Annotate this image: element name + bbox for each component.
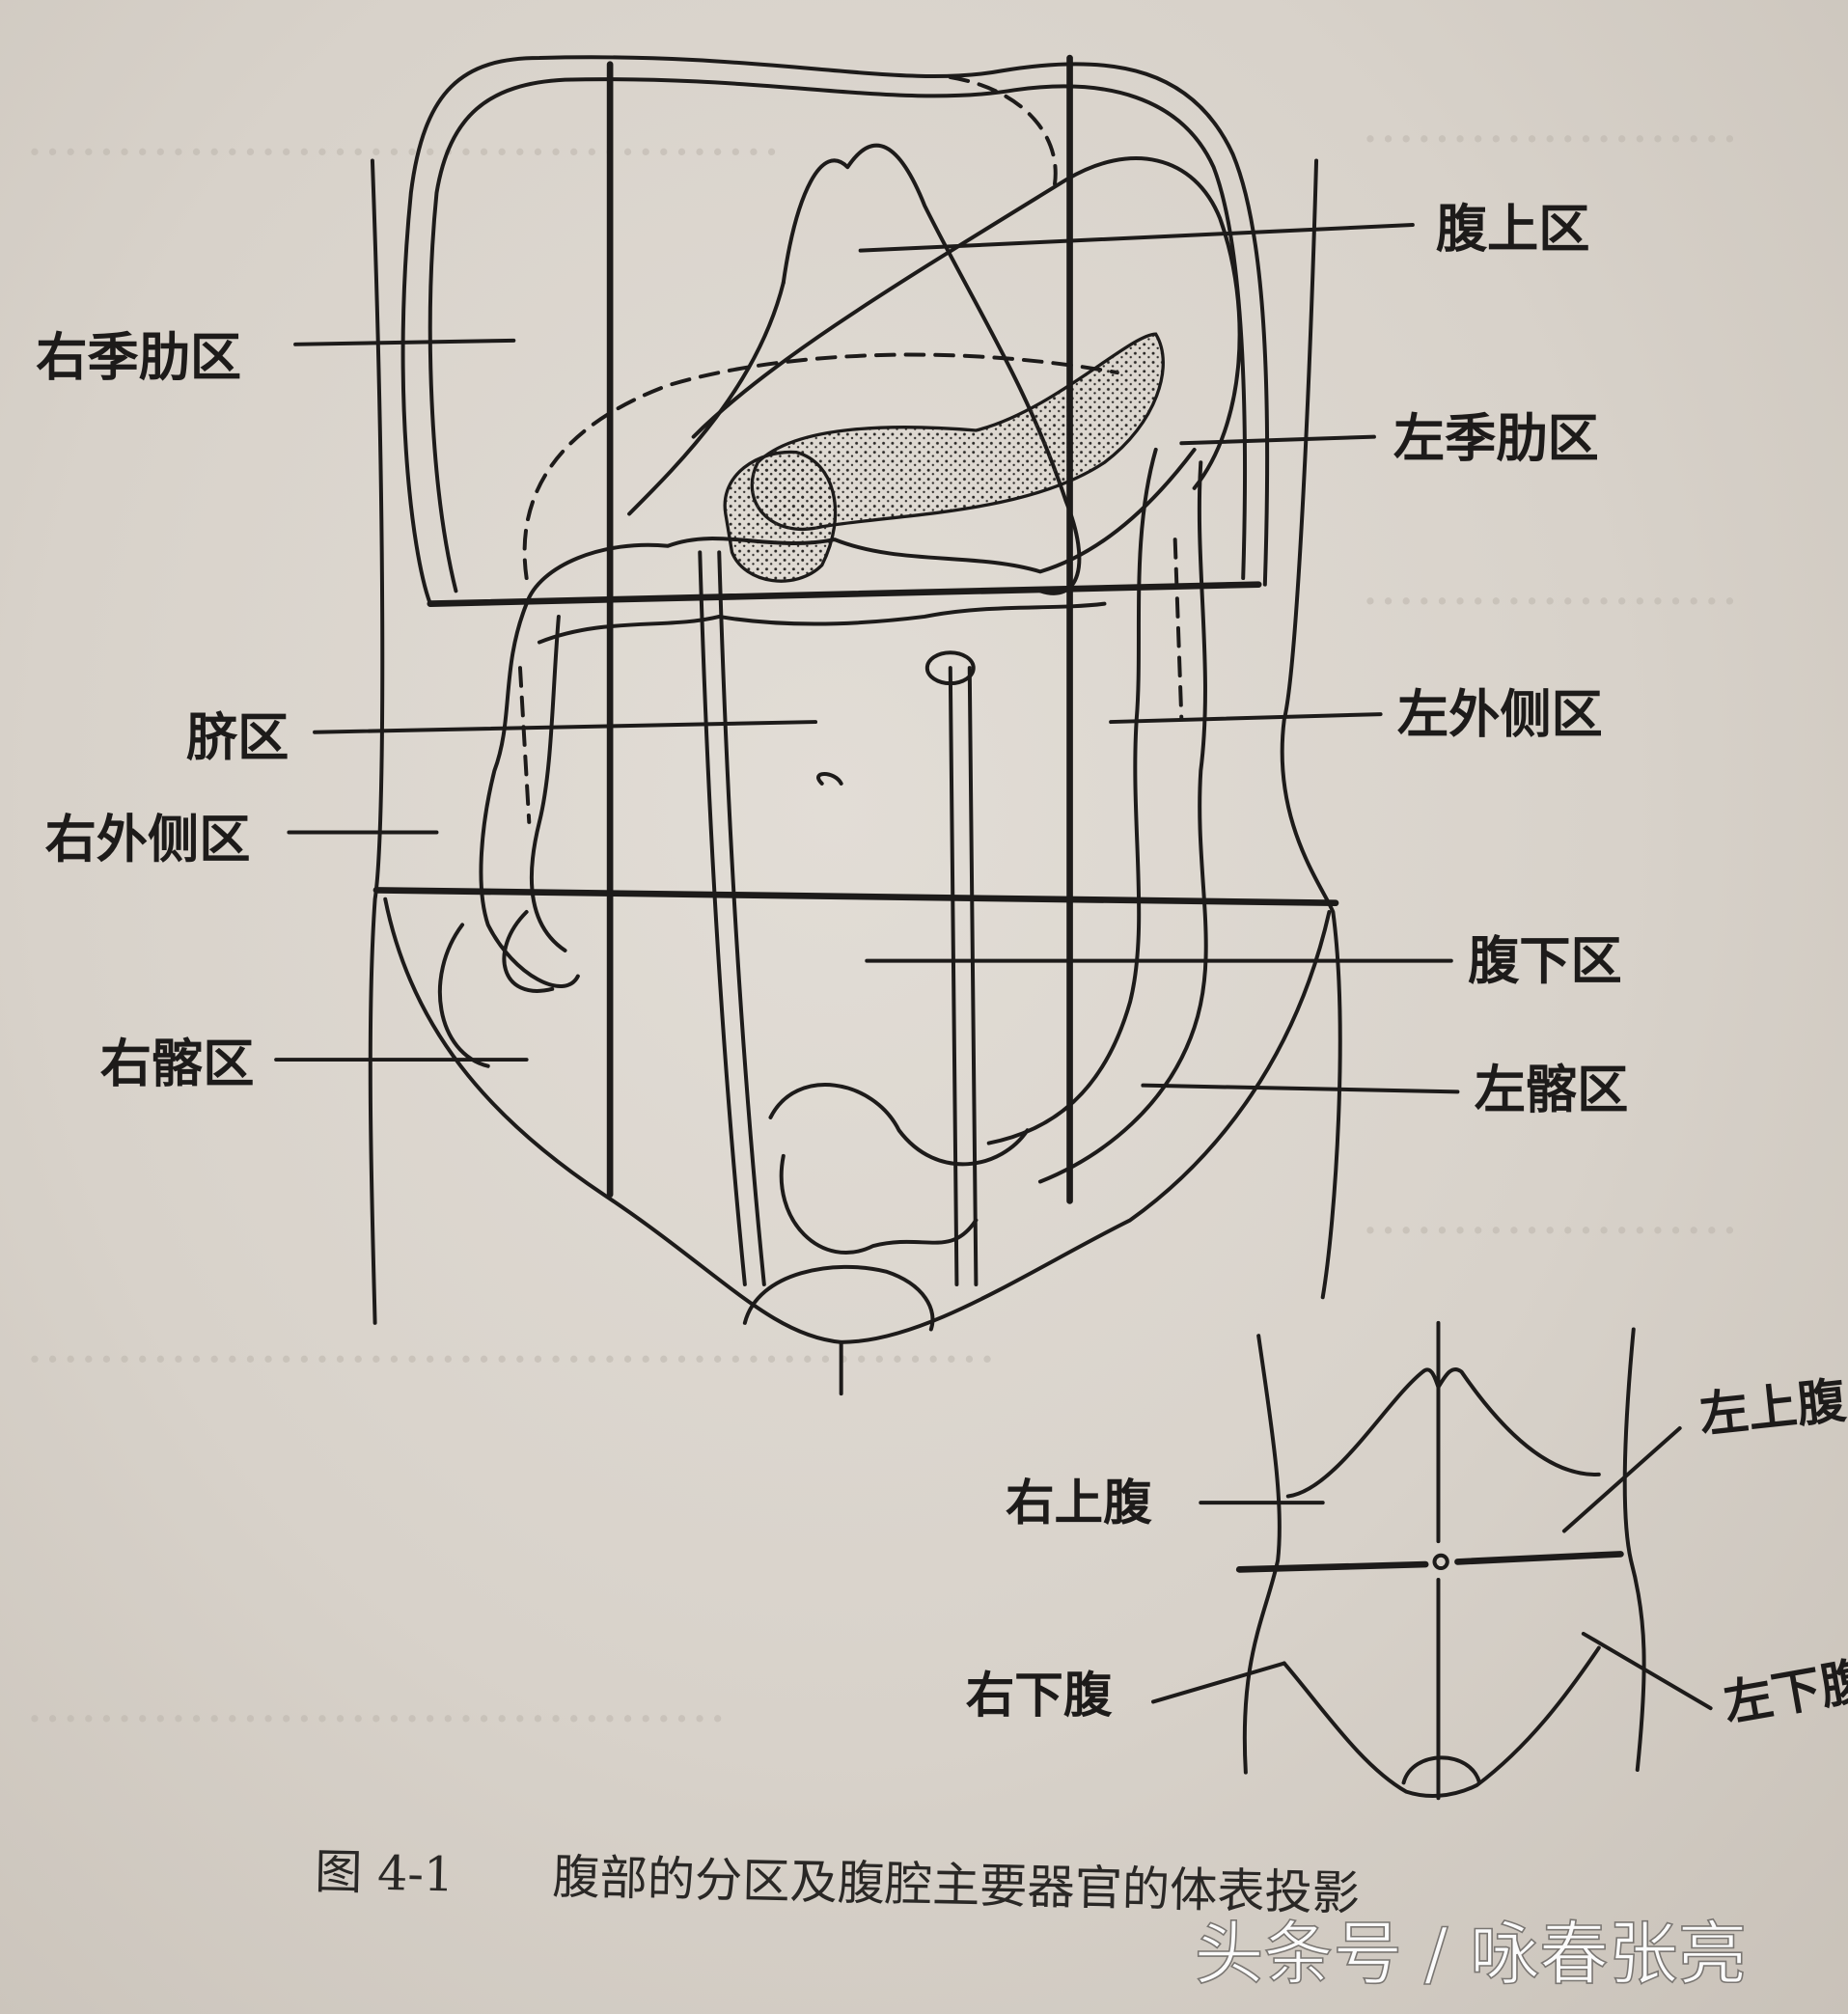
- label-right-iliac: 右髂区: [100, 1035, 255, 1094]
- svg-text:…………………: …………………: [1362, 93, 1739, 155]
- watermark: 头条号 / 咏春张亮: [1195, 1914, 1748, 1995]
- caption-number: 图 4-1: [315, 1843, 455, 1902]
- svg-text:……………………………………: ……………………………………: [26, 105, 781, 168]
- label-right-hypochondriac: 右季肋区: [36, 328, 241, 388]
- label-hypogastric: 腹下区: [1468, 931, 1622, 991]
- svg-text:…………………………………: …………………………………: [26, 1671, 727, 1734]
- inset-label-right-lower: 右下腹: [966, 1667, 1113, 1724]
- bleed-through-text: …………………………………… ………………… ………………… ………………… ……: [26, 93, 1739, 1735]
- inset-label-right-upper: 右上腹: [1006, 1474, 1152, 1531]
- inset-label-left-upper: 左上腹: [1696, 1371, 1848, 1444]
- label-left-hypochondriac: 左季肋区: [1393, 409, 1599, 469]
- inset-label-left-lower: 左下腹: [1720, 1651, 1848, 1733]
- svg-text:………………………………………………: ………………………………………………: [26, 1312, 997, 1375]
- caption-title: 腹部的分区及腹腔主要器官的体表投影: [552, 1849, 1361, 1922]
- label-left-lateral: 左外侧区: [1397, 685, 1603, 745]
- label-umbilical: 脐区: [186, 708, 289, 768]
- label-left-iliac: 左髂区: [1475, 1060, 1629, 1119]
- torso-outline: [368, 55, 1342, 1396]
- inset-four-quadrant-diagram: [1151, 1320, 1713, 1801]
- figure-caption: 图 4-1 腹部的分区及腹腔主要器官的体表投影: [315, 1843, 1361, 1921]
- leader-lines: [274, 223, 1460, 1094]
- organs: [437, 75, 1242, 1332]
- svg-text:…………………: …………………: [1362, 1184, 1739, 1247]
- label-right-lateral: 右外侧区: [45, 810, 251, 869]
- region-grid: [372, 54, 1339, 1204]
- label-epigastric: 腹上区: [1436, 200, 1590, 260]
- svg-text:…………………: …………………: [1362, 555, 1739, 618]
